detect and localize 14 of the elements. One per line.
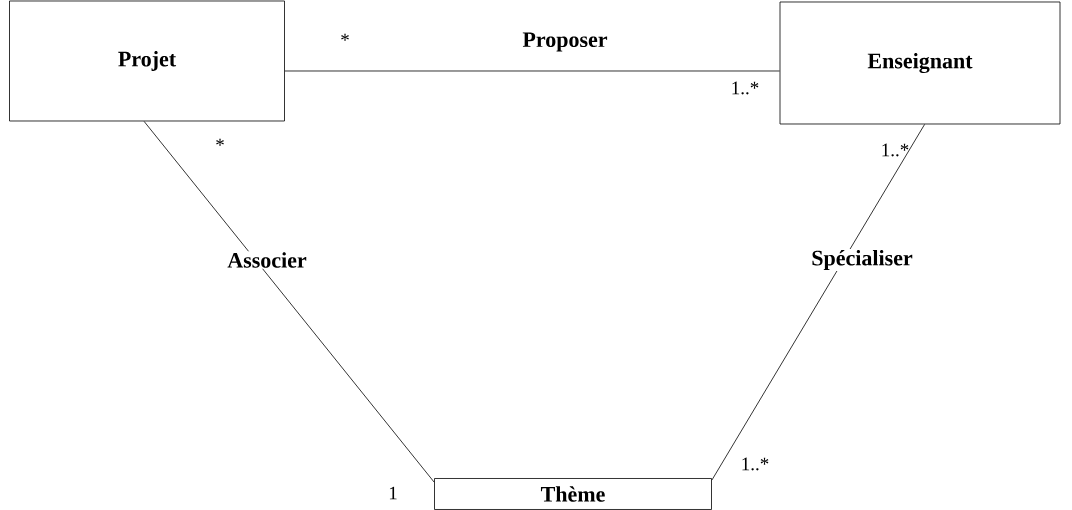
multiplicity: 1 <box>389 486 397 500</box>
multiplicity: 1..* <box>742 457 769 471</box>
edge-label: Proposer <box>521 31 609 53</box>
multiplicity: * <box>341 33 349 41</box>
multiplicity: 1..* <box>732 81 759 95</box>
association-line <box>284 70 780 72</box>
class-box: Enseignant <box>779 1 1061 125</box>
class-box: Thème <box>434 478 712 510</box>
association-line <box>143 121 435 483</box>
class-box: Projet <box>9 0 285 122</box>
association-line <box>711 124 925 481</box>
multiplicity: 1..* <box>882 143 909 157</box>
edge-label: Spécialiser <box>810 249 914 271</box>
edge-label: Associer <box>226 251 308 269</box>
